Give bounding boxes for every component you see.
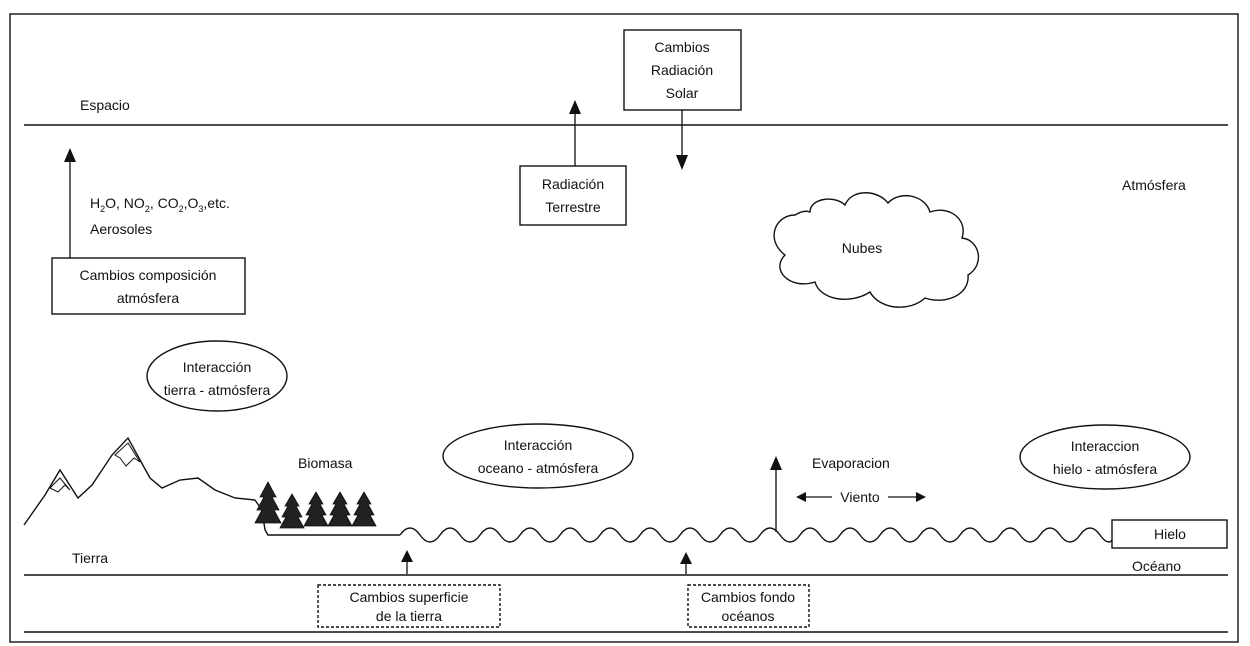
ice-atmosphere-line2: hielo - atmósfera (1053, 461, 1157, 477)
trees-group (254, 481, 377, 529)
ocean-atmosphere-line1: Interacción (504, 437, 572, 453)
label-tierra: Tierra (72, 550, 108, 566)
mountains-shape (23, 436, 266, 531)
box-ocean-floor-line1: Cambios fondo (701, 589, 795, 605)
tree-icon (351, 491, 377, 527)
box-solar-radiation-line3: Solar (666, 85, 699, 101)
box-composition-changes (51, 257, 246, 315)
shore-line (264, 529, 400, 536)
box-land-surface-changes (317, 584, 501, 628)
arrowhead-composition-up (64, 148, 76, 162)
clouds-label: Nubes (842, 240, 882, 256)
label-atmosfera: Atmósfera (1122, 177, 1186, 193)
ocean-atmosphere-line2: oceano - atmósfera (478, 460, 599, 476)
box-composition-line1: Cambios composición (80, 267, 217, 283)
box-ocean-floor-changes (687, 584, 810, 628)
box-land-surface-line1: Cambios superficie (349, 589, 468, 605)
land-atmosphere-line2: tierra - atmósfera (164, 382, 271, 398)
land-atmosphere-line1: Interacción (183, 359, 251, 375)
gases-text: H2O, NO2, CO2,O3,etc. (90, 195, 230, 214)
biomass-label: Biomasa (298, 455, 353, 471)
label-oceano: Océano (1132, 558, 1181, 574)
diagram-frame (9, 13, 1239, 643)
arrowhead-evaporation-up (770, 456, 782, 470)
ocean-waves (399, 527, 1116, 543)
tree-icon (254, 481, 282, 524)
wind-label: Viento (840, 489, 880, 505)
box-solar-radiation (623, 29, 742, 111)
wind-arrowhead-left (796, 492, 806, 502)
ellipse-land-atmosphere (146, 340, 288, 412)
box-composition-line2: atmósfera (117, 290, 179, 306)
arrowhead-ocean-floor-up (680, 552, 692, 564)
label-espacio: Espacio (80, 97, 130, 113)
wind-arrowhead-right (916, 492, 926, 502)
box-terrestrial-radiation-line1: Radiación (542, 176, 604, 192)
box-land-surface-line2: de la tierra (376, 608, 442, 624)
evaporation-label: Evaporacion (812, 455, 890, 471)
ice-label: Hielo (1154, 526, 1186, 542)
ellipse-ice-atmosphere (1019, 424, 1191, 490)
cloud-shape (773, 192, 980, 308)
aerosols-text: Aerosoles (90, 221, 152, 237)
box-solar-radiation-line1: Cambios (654, 39, 709, 55)
tree-icon (303, 491, 329, 527)
box-terrestrial-radiation (519, 165, 627, 226)
tree-icon (279, 493, 305, 529)
arrowhead-terrestrial-up (569, 100, 581, 114)
ellipse-ocean-atmosphere (442, 423, 634, 489)
arrowhead-land-surface-up (401, 550, 413, 562)
ice-atmosphere-line1: Interaccion (1071, 438, 1139, 454)
box-terrestrial-radiation-line2: Terrestre (545, 199, 600, 215)
box-ice (1111, 519, 1228, 549)
tree-icon (327, 491, 353, 527)
box-ocean-floor-line2: océanos (722, 608, 775, 624)
box-solar-radiation-line2: Radiación (651, 62, 713, 78)
arrowhead-solar-down (676, 155, 688, 170)
